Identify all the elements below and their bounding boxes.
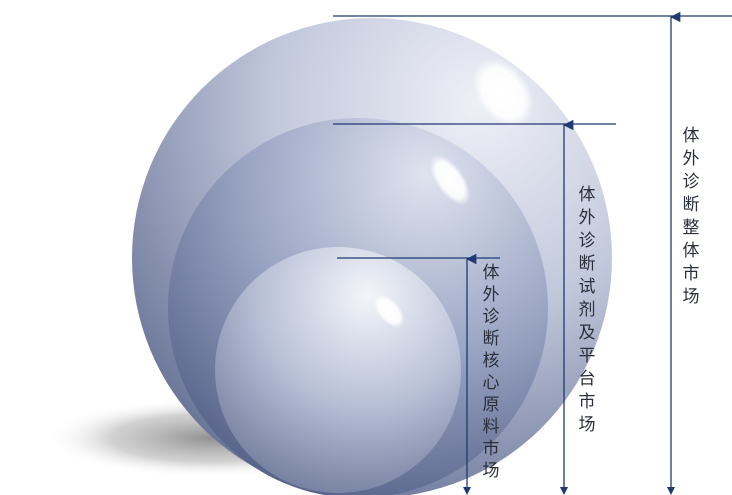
inner-market-label: 体外诊断核心原料市场: [480, 262, 502, 482]
middle-bottom-arrowhead: [560, 487, 568, 495]
outer-bottom-arrowhead: [667, 487, 675, 495]
inner-sphere: [215, 247, 461, 493]
outer-market-label: 体外诊断整体市场: [680, 125, 702, 309]
middle-market-label: 体外诊断试剂及平台市场: [576, 184, 598, 437]
inner-bottom-arrowhead: [463, 487, 471, 495]
